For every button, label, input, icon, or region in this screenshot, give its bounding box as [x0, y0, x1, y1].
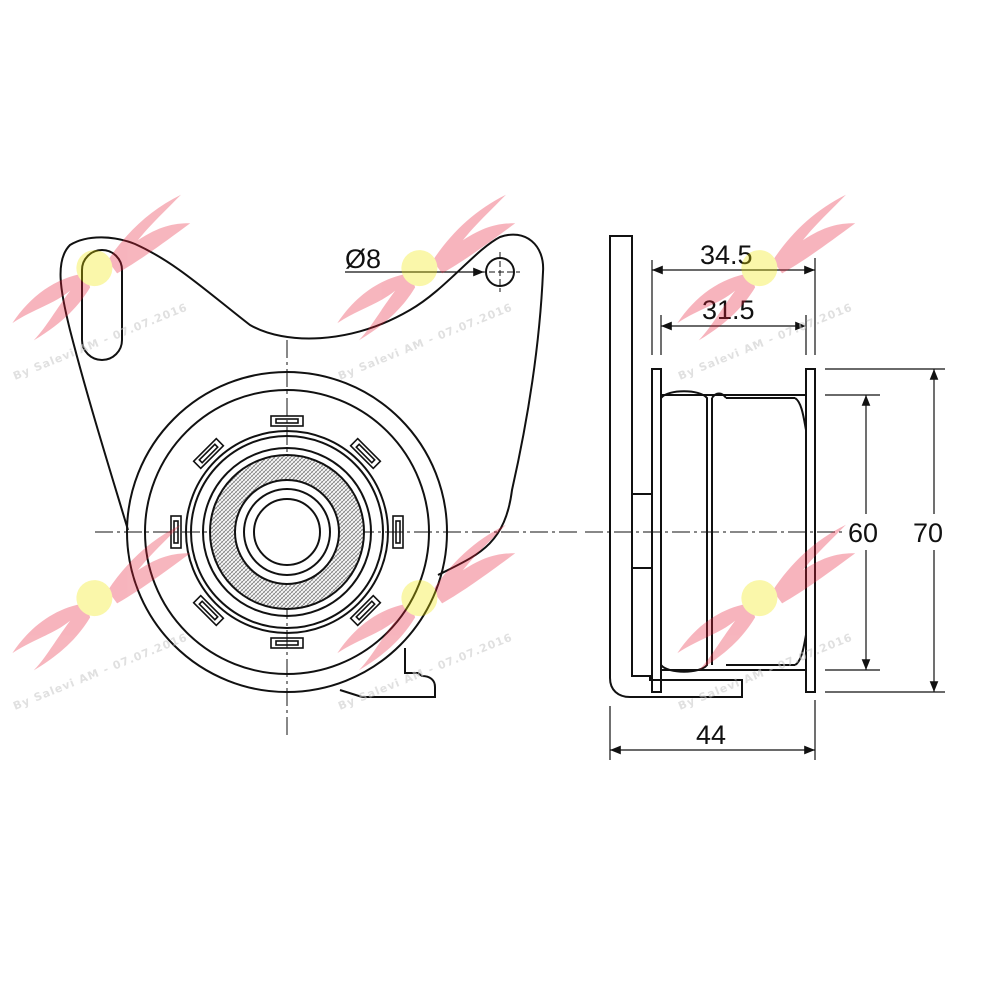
bearing-inner-race — [234, 479, 340, 585]
roller-body — [661, 394, 806, 671]
retaining-slots — [170, 415, 404, 649]
bore — [253, 498, 321, 566]
watermark-caption: By Salevi AM - 07.07.2016 — [336, 301, 514, 383]
adjust-slot — [81, 249, 123, 361]
watermark-logo — [677, 194, 856, 341]
watermark-logo — [337, 524, 516, 671]
pulley-inner-rim — [144, 389, 430, 675]
roller-diameter-label: 60 — [848, 518, 878, 548]
hole-diameter-label: Ø8 — [345, 244, 381, 274]
hub-outer-circle — [185, 430, 389, 634]
side-bracket-plate — [609, 235, 743, 698]
watermark-caption: By Salevi AM - 07.07.2016 — [11, 631, 189, 713]
width-inner-label: 31.5 — [702, 295, 755, 325]
side-view — [585, 235, 880, 698]
watermark-logo — [337, 194, 516, 341]
watermark-logo — [12, 524, 191, 671]
width-outer-label: 34.5 — [700, 240, 753, 270]
watermark-caption: By Salevi AM - 07.07.2016 — [11, 301, 189, 383]
watermark-logo — [12, 194, 191, 341]
overall-depth-label: 44 — [696, 720, 726, 750]
bore-outer — [243, 488, 331, 576]
roller-flange-left — [651, 368, 662, 693]
front-view — [59, 233, 580, 735]
watermark-logo — [677, 524, 856, 671]
hub-inner-circle — [190, 435, 384, 629]
pulley-outer-rim — [126, 371, 448, 693]
watermark-caption: By Salevi AM - 07.07.2016 — [676, 631, 854, 713]
roller-flange-right — [805, 368, 816, 693]
bracket-outline — [59, 233, 545, 576]
bracket-foot — [339, 648, 436, 698]
flange-diameter-label: 70 — [913, 518, 943, 548]
